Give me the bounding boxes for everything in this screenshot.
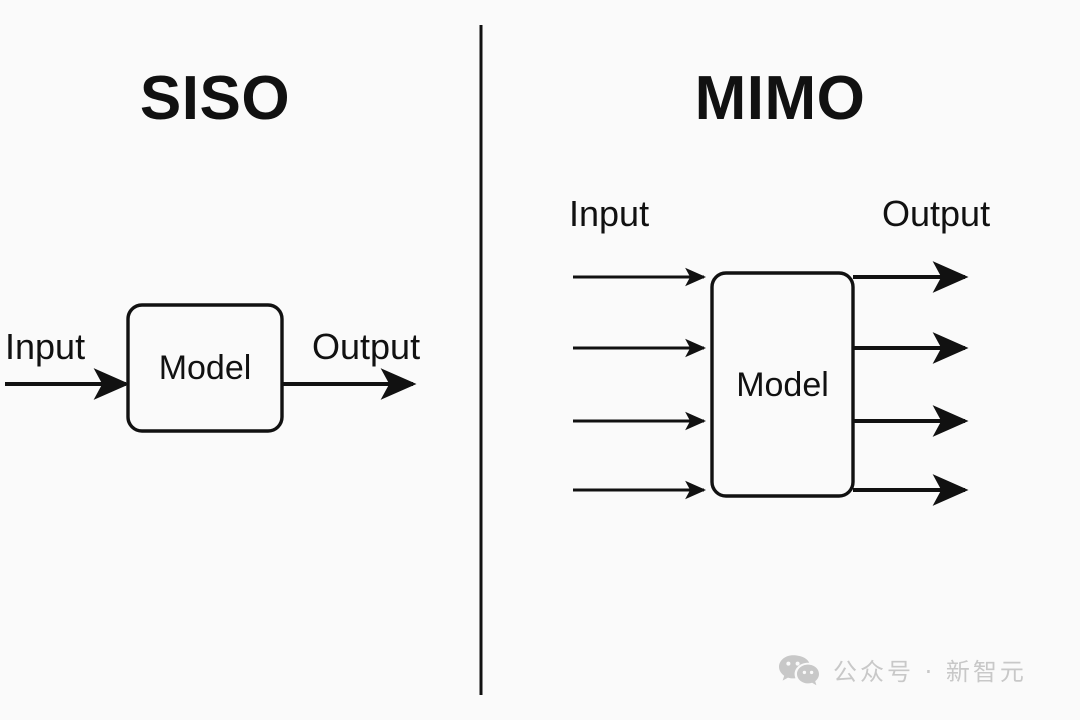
siso-model-box bbox=[126, 303, 284, 433]
wechat-icon bbox=[779, 654, 819, 685]
siso-title: SISO bbox=[139, 64, 291, 133]
watermark-text: 公众号 · 新智元 bbox=[833, 658, 1027, 686]
siso-input-label: Input bbox=[5, 326, 86, 367]
mimo-output-label: Output bbox=[882, 193, 991, 234]
watermark: 公众号 · 新智元 bbox=[778, 652, 1027, 687]
siso-model-label: Model bbox=[158, 349, 252, 387]
mimo-input-label: Input bbox=[569, 193, 650, 234]
mimo-title: MIMO bbox=[694, 64, 866, 133]
mimo-model-box bbox=[710, 271, 855, 498]
siso-output-label: Output bbox=[312, 326, 421, 367]
mimo-model-label: Model bbox=[736, 366, 829, 404]
